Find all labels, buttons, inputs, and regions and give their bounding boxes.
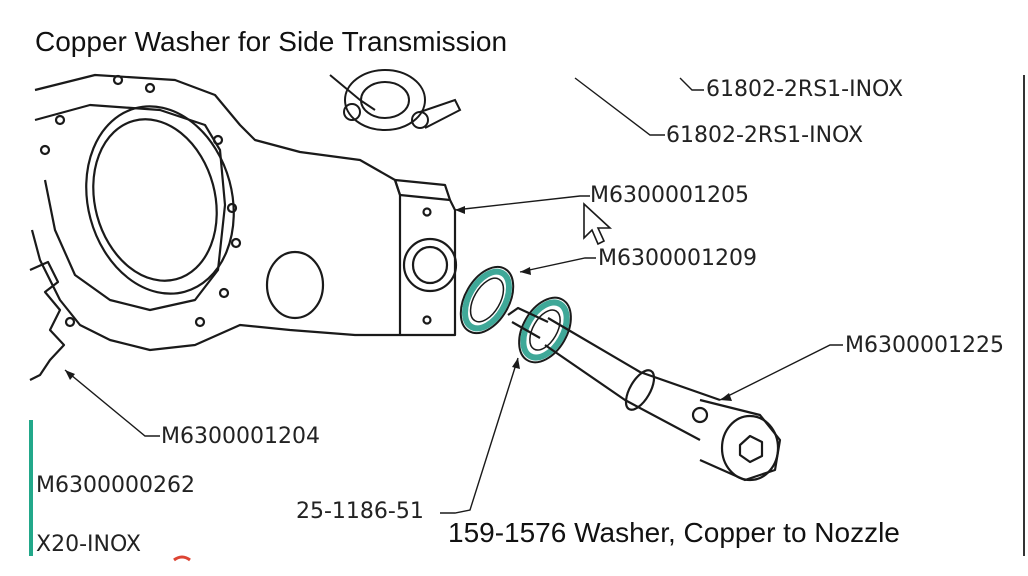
red-mark xyxy=(173,555,191,562)
label-housing: M6300001205 xyxy=(590,183,749,208)
nozzle-bolt xyxy=(507,306,782,482)
mouse-cursor-icon xyxy=(583,202,613,246)
copper-washer-25-1186-51 xyxy=(518,296,572,364)
arm-housing xyxy=(29,73,458,381)
page-title: Copper Washer for Side Transmission xyxy=(35,26,508,57)
left-margin-marker xyxy=(29,420,33,556)
top-bearing xyxy=(329,69,462,131)
leader-arrowheads xyxy=(65,206,732,401)
label-part-left: M6300000262 xyxy=(36,473,195,498)
label-bearing-second: 61802-2RS1-INOX xyxy=(666,123,864,148)
label-arm: M6300001204 xyxy=(161,424,320,449)
label-part-left-truncated: X20-INOX xyxy=(36,532,141,557)
caption: 159-1576 Washer, Copper to Nozzle xyxy=(448,517,900,548)
label-washer-small: M6300001209 xyxy=(598,246,757,271)
washer-m6300001209 xyxy=(459,265,515,335)
label-bearing-top: 61802-2RS1-INOX xyxy=(706,77,904,102)
leader-lines xyxy=(64,77,843,514)
label-nozzle: M6300001225 xyxy=(845,333,1004,358)
label-copper-washer: 25-1186-51 xyxy=(296,499,424,524)
